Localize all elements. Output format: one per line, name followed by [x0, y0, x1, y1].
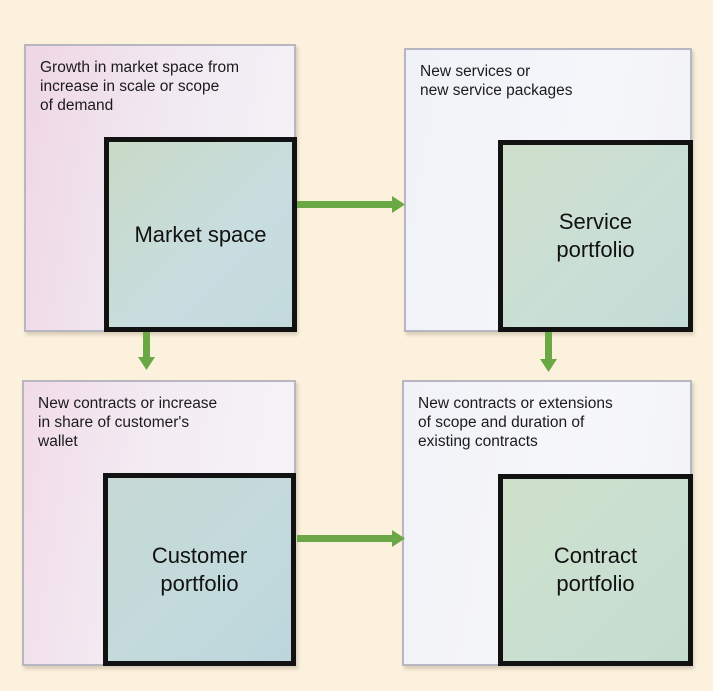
customer-portfolio-box: Customer portfolio	[103, 473, 296, 666]
market-growth-description: Growth in market space from increase in …	[40, 59, 239, 114]
contract-extensions-description: New contracts or extensions of scope and…	[418, 395, 613, 450]
contract-portfolio-box: Contract portfolio	[498, 474, 693, 666]
arrow-customer-to-contract	[297, 530, 405, 547]
market-space-box: Market space	[104, 137, 297, 332]
service-portfolio-box: Service portfolio	[498, 140, 693, 332]
new-contracts-share-description: New contracts or increase in share of cu…	[38, 395, 218, 450]
arrow-market-to-customer	[138, 332, 155, 370]
arrow-market-to-service	[297, 196, 405, 213]
arrow-service-to-contract	[540, 332, 557, 372]
new-services-description: New services or new service packages	[420, 63, 573, 99]
